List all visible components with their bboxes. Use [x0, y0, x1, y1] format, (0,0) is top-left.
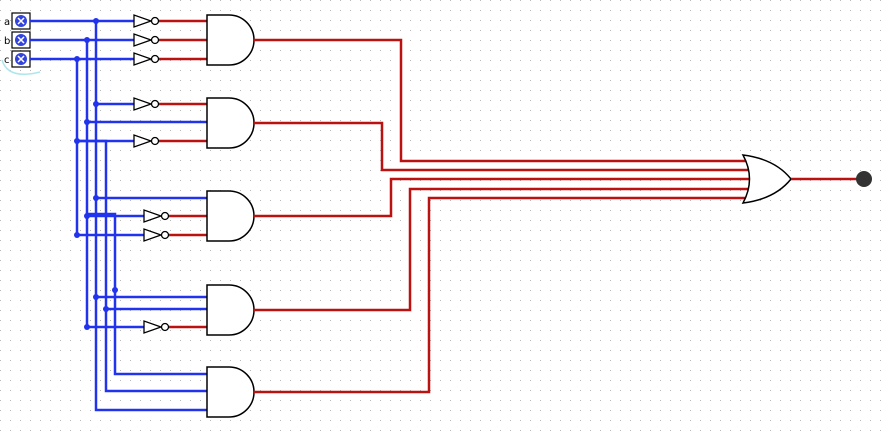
and4-to-or[interactable] [254, 187, 750, 312]
output-led[interactable] [856, 171, 872, 187]
and-gate-2[interactable] [206, 97, 255, 149]
and-output-wires [254, 38, 750, 394]
not-gates [133, 14, 170, 334]
input-pin-a[interactable]: a [4, 12, 31, 30]
and-gates [206, 14, 255, 418]
selection-halo [1, 59, 41, 75]
or-gate[interactable] [741, 154, 792, 204]
not-gate-5[interactable] [133, 134, 160, 148]
input-wires [30, 19, 207, 412]
not-gate-1[interactable] [133, 14, 160, 28]
input-pin-c[interactable]: c [4, 50, 31, 68]
and5-to-or[interactable] [254, 196, 750, 394]
and-gate-5[interactable] [206, 366, 255, 418]
not-gate-4[interactable] [133, 97, 160, 111]
and-gate-3[interactable] [206, 190, 255, 242]
and-gate-4[interactable] [206, 284, 255, 336]
wire-a-to-and5[interactable] [94, 297, 207, 412]
wire-c-vertical-2[interactable] [77, 139, 207, 393]
and3-to-or[interactable] [254, 177, 750, 218]
not-gate-7[interactable] [143, 228, 170, 242]
wire-b-to-and5[interactable] [113, 290, 207, 376]
and2-to-or[interactable] [254, 121, 750, 172]
junction-dots [74, 18, 118, 330]
input-label-b: b [4, 36, 10, 47]
not-gate-6[interactable] [143, 209, 170, 223]
not-gate-3[interactable] [133, 52, 160, 66]
input-label-a: a [4, 17, 10, 28]
input-pins: a b c [4, 12, 31, 68]
inverter-output-wires [159, 19, 207, 329]
and1-to-or[interactable] [254, 38, 750, 163]
input-label-c: c [4, 55, 10, 66]
not-gate-8[interactable] [143, 320, 170, 334]
and-gate-1[interactable] [206, 14, 255, 66]
not-gate-2[interactable] [133, 33, 160, 47]
